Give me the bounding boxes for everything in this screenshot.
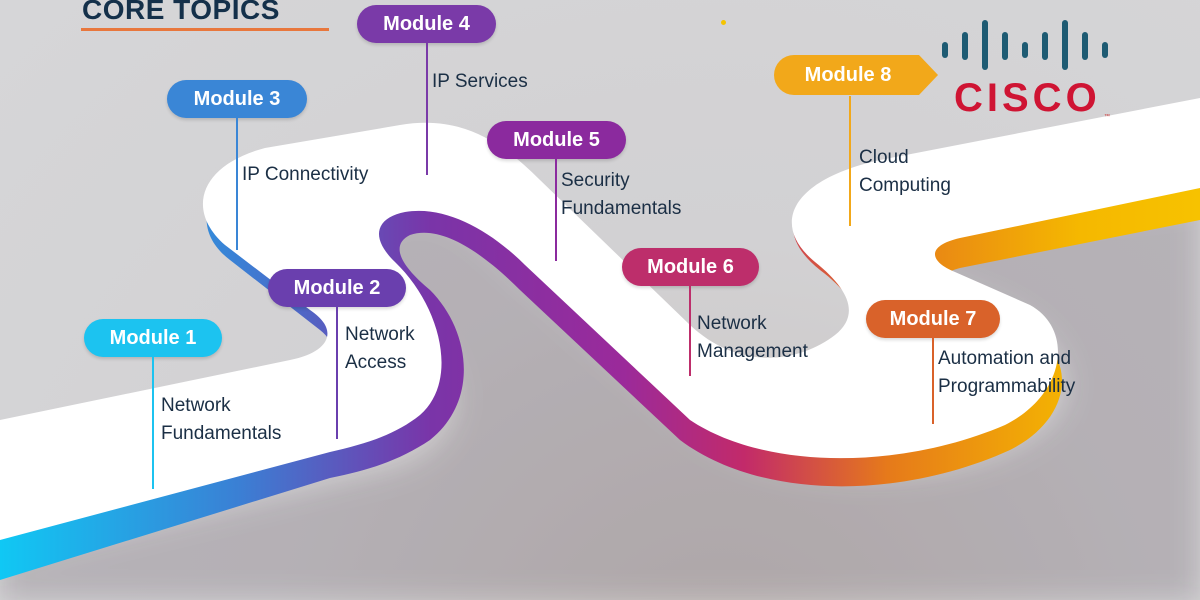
module-5-topic-line1: Security <box>561 170 630 191</box>
module-7-connector <box>932 338 934 424</box>
module-8-connector <box>849 96 851 226</box>
module-2-pill[interactable]: Module 2 <box>268 269 406 307</box>
module-1-topic-line2: Fundamentals <box>161 423 282 444</box>
module-3-connector <box>236 118 238 250</box>
cisco-trademark: ™ <box>1104 114 1110 120</box>
module-7-topic-line2: Programmability <box>938 376 1076 397</box>
module-2-connector <box>336 307 338 439</box>
cisco-wordmark: CISCO <box>954 76 1101 120</box>
module-2-topic-line2: Access <box>345 352 407 373</box>
module-5-pill[interactable]: Module 5 <box>487 121 626 159</box>
module-7-topic-line1: Automation and <box>938 348 1072 369</box>
module-4-topic: IP Services <box>432 71 528 92</box>
decorative-dot <box>721 20 726 25</box>
module-5-topic-line2: Fundamentals <box>561 198 682 219</box>
title-underline <box>81 28 329 31</box>
module-8-topic-line1: Cloud <box>859 147 909 168</box>
module-4-pill[interactable]: Module 4 <box>357 5 496 43</box>
module-6-topic-line2: Management <box>697 341 808 362</box>
module-2-topic-line1: Network <box>345 324 415 345</box>
module-1-topic-line1: Network <box>161 395 231 416</box>
road-shadow <box>0 200 1200 600</box>
module-4-connector <box>426 43 428 175</box>
cisco-logo: CISCO ™ <box>940 18 1120 128</box>
page-title: CORE TOPICS <box>82 0 280 25</box>
cisco-bridge-bars-icon <box>940 18 1110 70</box>
module-8-pill[interactable]: Module 8 <box>773 54 939 96</box>
road-surface <box>0 98 1200 540</box>
module-6-pill[interactable]: Module 6 <box>622 248 759 286</box>
module-8-tag-shape <box>774 55 938 95</box>
module-3-pill[interactable]: Module 3 <box>167 80 307 118</box>
module-6-connector <box>689 286 691 376</box>
module-3-topic: IP Connectivity <box>242 164 369 185</box>
module-1-pill[interactable]: Module 1 <box>84 319 222 357</box>
module-7-pill[interactable]: Module 7 <box>866 300 1000 338</box>
module-5-connector <box>555 159 557 261</box>
module-8-topic-line2: Computing <box>859 175 951 196</box>
module-8-label: Module 8 <box>804 64 892 86</box>
module-6-topic-line1: Network <box>697 313 767 334</box>
module-1-connector <box>152 357 154 489</box>
